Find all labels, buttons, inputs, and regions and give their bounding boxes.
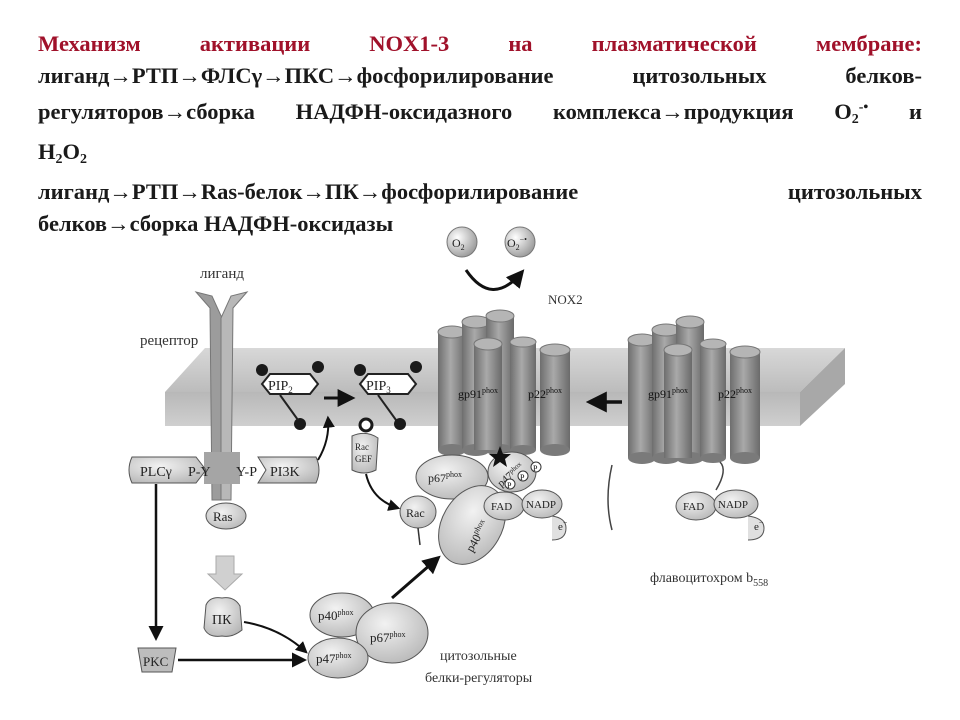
yp-right-label: Y-P xyxy=(236,465,257,480)
pkc-label: PKC xyxy=(143,654,168,669)
phospho-3: P xyxy=(533,464,538,473)
ras-to-pk-arrow xyxy=(206,555,244,591)
p22-active-label: p22phox xyxy=(528,386,562,401)
nadp-resting-label: NADP xyxy=(718,499,748,511)
o2-molecule: O2 xyxy=(446,226,478,258)
ras-label: Ras xyxy=(213,509,233,524)
superoxide-label: O2−• xyxy=(507,235,527,252)
pathway1-o2-sub: 2 xyxy=(851,112,859,127)
heading-line-2: лиганд→РТП→ФЛСγ→ПКС→фосфорилирование цит… xyxy=(38,60,922,92)
pip3-label: PIP3 xyxy=(366,379,391,395)
cytosolic-label-1: цитозольные xyxy=(440,649,517,664)
cytochrome-label: флавоцитохром b558 xyxy=(650,571,768,589)
flavocytochrome-resting: gp91phox p22phox FAD NADP e− xyxy=(607,315,765,541)
h2o2-o: O xyxy=(62,139,81,164)
nadp-active-label: NADP xyxy=(526,499,556,511)
cytosolic-regulators: p40phox p67phox p47phox xyxy=(307,592,429,679)
heading-line-3: регуляторов→сборка НАДФН-оксидазного ком… xyxy=(38,92,922,136)
pip2-label: PIP2 xyxy=(268,379,293,395)
plc-label: PLCγ xyxy=(140,465,172,480)
pi3k-label: PI3K xyxy=(270,465,300,480)
pk-to-regulators-arrow xyxy=(243,621,308,654)
rac-gef-label-2: GEF xyxy=(355,454,372,464)
receptor xyxy=(194,291,249,501)
electron-active-label: e− xyxy=(558,518,568,533)
pathway1-line1: лиганд→РТП→ФЛСγ→ПКС→фосфорилирование цит… xyxy=(38,63,922,88)
p67-bound-label: p67phox xyxy=(428,470,462,485)
pathway2-line1: лиганд→РТП→Ras-белок→ПК→фосфорилирование… xyxy=(38,179,922,204)
heading-line-6: белков→сборка НАДФН-оксидазы xyxy=(38,208,922,240)
plc-gamma: PLCγ xyxy=(128,456,207,484)
p47-cyto-label: p47phox xyxy=(316,651,352,666)
pk: ПК xyxy=(203,597,243,637)
pi3k-to-pip-arrow xyxy=(317,415,335,461)
electron-resting-label: e− xyxy=(754,518,764,533)
h2o2-sub2: 2 xyxy=(80,152,88,167)
pkc: PKC xyxy=(137,647,177,673)
fad-active-label: FAD xyxy=(491,501,512,513)
rac-label: Rac xyxy=(406,506,425,520)
heading-line-1: Механизм активации NOX1-3 на плазматичес… xyxy=(38,28,922,60)
bound-regulators: p67phox p40phox p47phox FAD NADP P P P e… xyxy=(415,446,568,565)
nox2-label: NOX2 xyxy=(548,292,583,307)
superoxide-molecule: O2−• xyxy=(504,226,536,258)
pip2: PIP2 xyxy=(256,361,324,430)
pi3k: PI3K xyxy=(257,456,320,484)
h2o2-sub1: 2 xyxy=(55,152,63,167)
h2o2-h: H xyxy=(38,139,56,164)
phospho-2: P xyxy=(520,473,525,482)
pathway1-and: и xyxy=(868,99,922,124)
receptor-label: рецептор xyxy=(140,333,198,349)
cytosolic-label-2: белки-регуляторы xyxy=(425,671,533,686)
phospho-1: P xyxy=(507,481,512,490)
ras: Ras xyxy=(205,502,247,530)
rac-gef-label-1: Rac xyxy=(355,442,369,452)
p40-cyto-label: p40phox xyxy=(318,608,354,623)
pathway1-line2: регуляторов→сборка НАДФН-оксидазного ком… xyxy=(38,99,852,124)
racgef-to-rac-arrow xyxy=(365,473,401,511)
nox2-active-complex: gp91phox p22phox xyxy=(437,309,571,456)
heading-line-5: лиганд→РТП→Ras-белок→ПК→фосфорилирование… xyxy=(38,176,922,208)
o2-label: O2 xyxy=(452,236,465,252)
pathway2-line2: белков→сборка НАДФН-оксидазы xyxy=(38,211,394,236)
p67-cyto-label: p67phox xyxy=(370,630,406,645)
o2-reduction-arrow xyxy=(464,269,525,291)
p22-resting-label: p22phox xyxy=(718,386,752,401)
rac-gef: Rac GEF xyxy=(351,432,379,474)
pathway1-o2-sup: -• xyxy=(858,100,869,115)
regulators-to-nox-arrow xyxy=(391,555,441,600)
gp91-active-label: gp91phox xyxy=(458,386,498,401)
gp91-resting-label: gp91phox xyxy=(648,386,688,401)
fad-resting-label: FAD xyxy=(683,501,704,513)
py-left-label: P-Y xyxy=(188,465,211,480)
heading-line-4: H2O2 xyxy=(38,136,922,176)
pk-label: ПК xyxy=(212,613,232,628)
slide-heading: Механизм активации NOX1-3 на плазматичес… xyxy=(38,28,922,240)
rac: Rac xyxy=(399,495,437,546)
heading-title: Механизм активации NOX1-3 на плазматичес… xyxy=(38,31,922,56)
activation-star-icon xyxy=(489,446,511,467)
ligand-label: лиганд xyxy=(200,266,244,282)
pip3: PIP3 xyxy=(354,361,422,433)
